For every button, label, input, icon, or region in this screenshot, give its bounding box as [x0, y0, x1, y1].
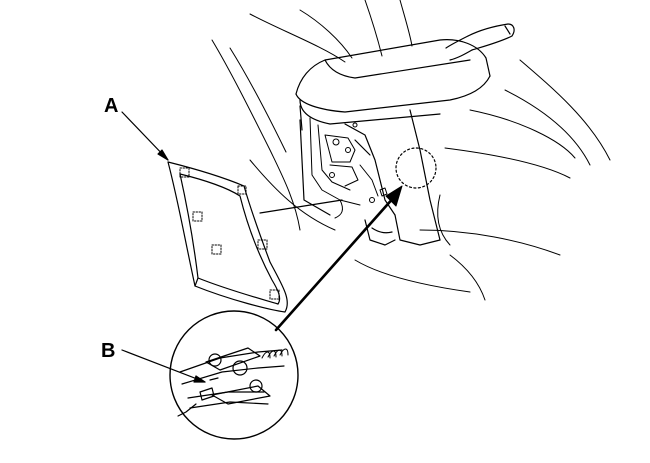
parking-brake-lever [445, 23, 515, 61]
callout-label-a: A [104, 95, 119, 117]
leader-lines [121, 111, 343, 383]
console-bracket [309, 117, 388, 219]
detail-arrow [274, 185, 403, 332]
hidden-clip-location [395, 147, 437, 189]
leader-line-b [121, 349, 206, 383]
cable-clamp [177, 347, 289, 417]
callout-label-b: B [101, 340, 116, 362]
armrest-lid [295, 39, 491, 131]
detail-view-circle [169, 310, 299, 440]
side-cover-panel [167, 161, 288, 313]
cable-pointer [259, 199, 343, 214]
seat-outlines [211, 0, 611, 301]
